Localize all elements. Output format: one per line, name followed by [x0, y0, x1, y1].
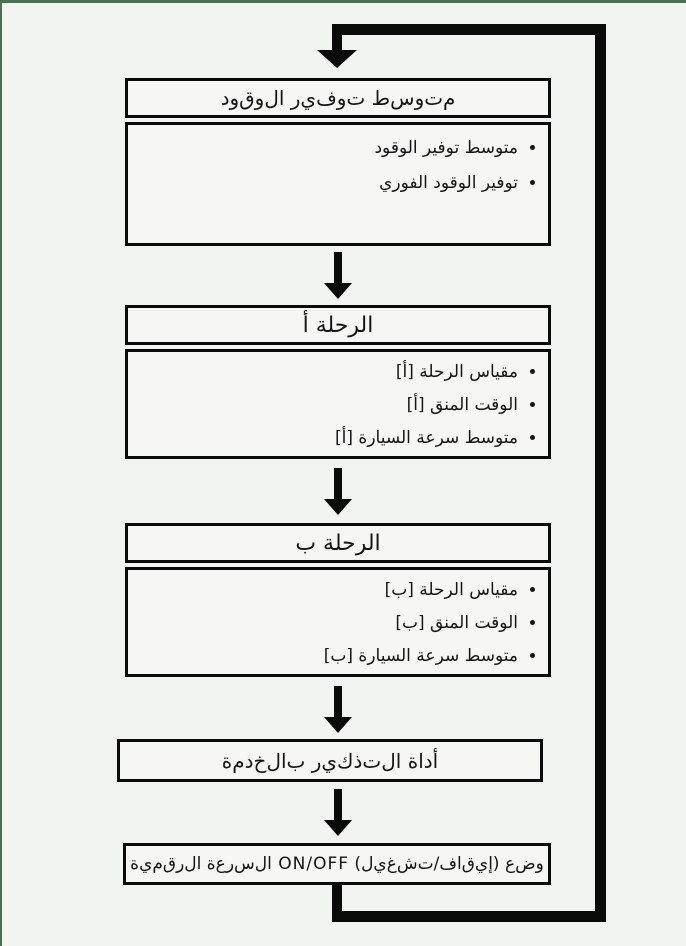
flow-box-body-trip-a: مقياس الرحلة [أ] الوقت المنق [أ] متوسط س… — [125, 349, 551, 459]
loop-arrowhead-down-icon — [317, 50, 357, 68]
flow-arrow-down-2 — [324, 468, 352, 515]
list-item: مقياس الرحلة [ب] — [136, 574, 518, 607]
list-item: الوقت المنق [أ] — [136, 389, 518, 422]
list-item: الوقت المنق [ب] — [136, 607, 518, 640]
arrow-stem — [334, 686, 342, 717]
arrow-down-icon — [324, 717, 352, 733]
list-item: توفير الوقود الفوري — [136, 166, 518, 201]
flow-box-title-trip-a: الرحلة أ — [125, 305, 551, 345]
flow-box-fuel-economy: م‌ت‌و‌س‌ط ت‌و‌ف‌ي‌ر ا‌ل‌و‌ق‌و‌د متوسط تو… — [125, 78, 551, 246]
loop-line-top — [332, 24, 606, 35]
trip-b-list: مقياس الرحلة [ب] الوقت المنق [ب] متوسط س… — [128, 570, 548, 673]
flow-box-title-fuel-economy: م‌ت‌و‌س‌ط ت‌و‌ف‌ي‌ر ا‌ل‌و‌ق‌و‌د — [125, 78, 551, 118]
arrow-stem — [334, 252, 342, 283]
list-item: متوسط توفير الوقود — [136, 131, 518, 166]
flow-box-body-trip-b: مقياس الرحلة [ب] الوقت المنق [ب] متوسط س… — [125, 567, 551, 677]
flow-box-title-service-reminder: أ‌د‌ا‌ة ا‌ل‌ت‌ذ‌ك‌ي‌ر ب‌ا‌ل‌خ‌د‌م‌ة — [117, 739, 543, 782]
flow-arrow-down-3 — [324, 686, 352, 733]
list-item: متوسط سرعة السيارة [أ] — [136, 422, 518, 455]
loop-line-right — [595, 24, 606, 922]
trip-a-list: مقياس الرحلة [أ] الوقت المنق [أ] متوسط س… — [128, 352, 548, 455]
flow-box-digital-speed-mode: و‌ض‌ع (إ‌ي‌ق‌ا‌ف/ت‌ش‌غ‌ي‌ل) ON/OFF ا‌ل‌س… — [123, 843, 551, 885]
loop-line-bottom-stub — [332, 885, 342, 912]
loop-line-bottom — [332, 911, 606, 922]
frame-top-edge — [0, 0, 686, 3]
flow-arrow-down-1 — [324, 252, 352, 299]
flow-box-trip-b: الرحلة ب مقياس الرحلة [ب] الوقت المنق [ب… — [125, 523, 551, 677]
fuel-economy-list: متوسط توفير الوقود توفير الوقود الفوري — [128, 125, 548, 201]
list-item: مقياس الرحلة [أ] — [136, 356, 518, 389]
flow-box-body-fuel-economy: متوسط توفير الوقود توفير الوقود الفوري — [125, 122, 551, 246]
frame-left-edge — [0, 0, 2, 946]
arrow-stem — [334, 468, 342, 499]
flow-box-service-reminder: أ‌د‌ا‌ة ا‌ل‌ت‌ذ‌ك‌ي‌ر ب‌ا‌ل‌خ‌د‌م‌ة — [117, 739, 543, 782]
loop-line-top-stub — [332, 35, 342, 51]
arrow-down-icon — [324, 820, 352, 836]
flow-arrow-down-4 — [324, 789, 352, 836]
arrow-down-icon — [324, 499, 352, 515]
flow-box-title-digital-speed-mode: و‌ض‌ع (إ‌ي‌ق‌ا‌ف/ت‌ش‌غ‌ي‌ل) ON/OFF ا‌ل‌س… — [123, 843, 551, 885]
flow-box-trip-a: الرحلة أ مقياس الرحلة [أ] الوقت المنق [أ… — [125, 305, 551, 459]
arrow-down-icon — [324, 283, 352, 299]
flow-box-title-trip-b: الرحلة ب — [125, 523, 551, 563]
list-item: متوسط سرعة السيارة [ب] — [136, 640, 518, 673]
arrow-stem — [334, 789, 342, 820]
